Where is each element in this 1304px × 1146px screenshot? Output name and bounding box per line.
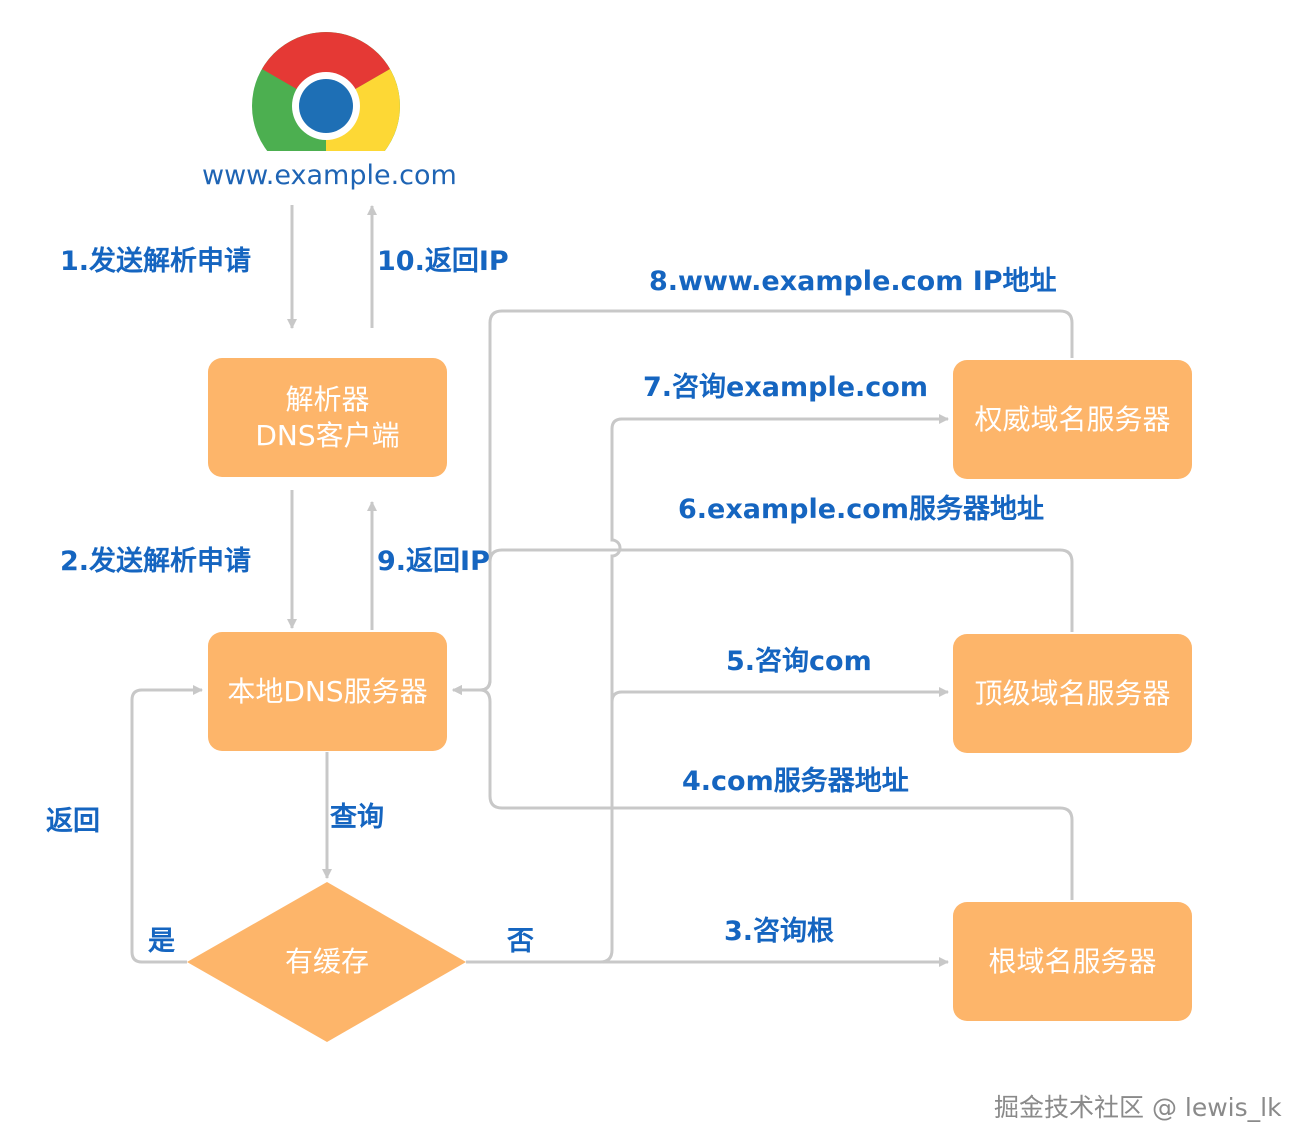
yes-label: 是 — [148, 926, 175, 957]
tld-label: 顶级域名服务器 — [974, 676, 1171, 710]
chrome-icon — [252, 32, 400, 151]
tld-server-node: 顶级域名服务器 — [953, 634, 1192, 753]
step-2-label: 2.发送解析申请 — [60, 546, 252, 577]
query-label: 查询 — [330, 802, 384, 833]
cache-label: 有缓存 — [284, 945, 369, 978]
no-label: 否 — [507, 926, 534, 957]
resolver-line1: 解析器 — [285, 382, 370, 416]
arrow-step-7 — [610, 414, 949, 702]
step-4-label: 4.com服务器地址 — [682, 766, 909, 797]
authoritative-label: 权威域名服务器 — [974, 402, 1171, 436]
root-server-node: 根域名服务器 — [953, 902, 1192, 1021]
cache-decision-diamond — [187, 882, 466, 1042]
local-dns-label: 本地DNS服务器 — [227, 674, 428, 708]
arrow-step-4 — [452, 685, 1074, 900]
step-1-label: 1.发送解析申请 — [60, 246, 252, 277]
return-label: 返回 — [46, 806, 100, 837]
browser-url: www.example.com — [202, 160, 457, 191]
watermark: 掘金技术社区 @ lewis_lk — [994, 1093, 1282, 1122]
step-8-label: 8.www.example.com IP地址 — [649, 266, 1057, 297]
step-5-label: 5.咨询com — [726, 646, 872, 677]
step-7-label: 7.咨询example.com — [643, 372, 928, 403]
local-dns-node: 本地DNS服务器 — [208, 632, 447, 751]
step-9-label: 9.返回IP — [377, 546, 490, 577]
arrow-step-8 — [452, 309, 1074, 695]
authoritative-server-node: 权威域名服务器 — [953, 360, 1192, 479]
step-6-label: 6.example.com服务器地址 — [678, 494, 1044, 525]
step-10-label: 10.返回IP — [377, 246, 509, 277]
root-label: 根域名服务器 — [988, 944, 1157, 978]
arrow-return — [130, 685, 203, 964]
step-3-label: 3.咨询根 — [724, 916, 835, 947]
resolver-line2: DNS客户端 — [255, 418, 400, 452]
resolver-node: 解析器 DNS客户端 — [208, 358, 447, 477]
